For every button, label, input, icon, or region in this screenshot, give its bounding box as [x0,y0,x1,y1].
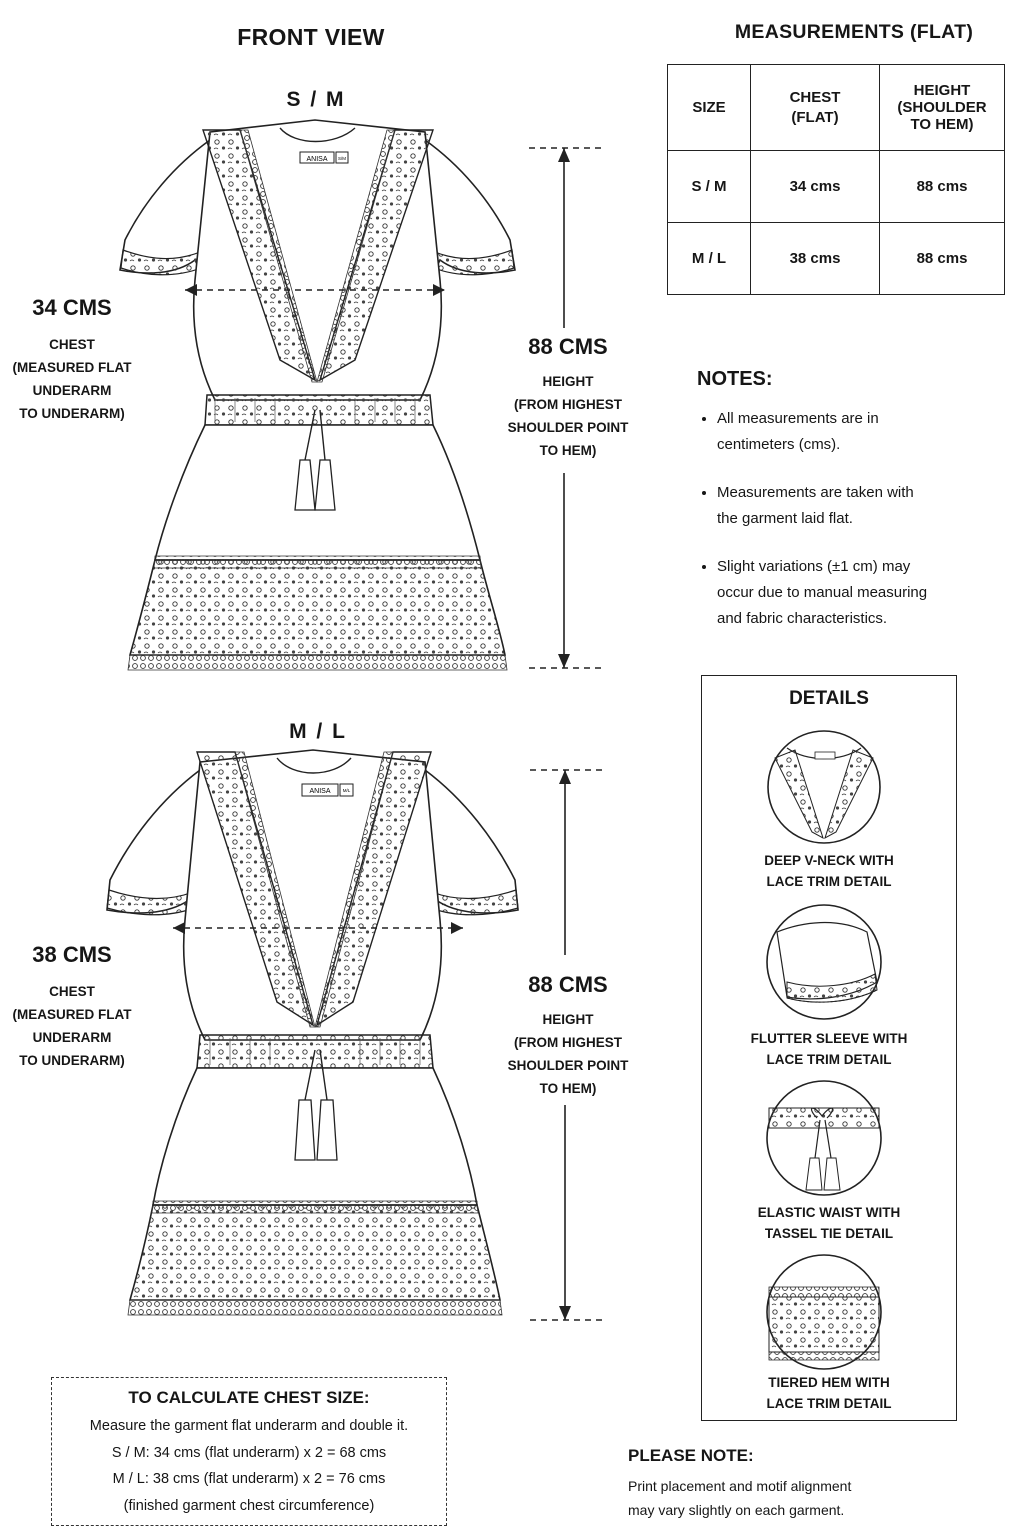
dress-illustration-sm: ANISA S/M [119,119,516,671]
brand-tag-sm: ANISA [306,156,327,163]
notes-title: NOTES: [697,368,773,390]
brand-tag-ml: ANISA [309,788,330,795]
v-neck-detail-icon [767,730,881,844]
tassel-waist-detail-icon [766,1080,882,1196]
chest-value-ml: 38 CMS [32,942,112,967]
header-size: SIZE [667,64,751,151]
height-arrow-sm [529,147,601,669]
row-height: 88 cms [879,222,1005,295]
row-size: M / L [667,222,751,295]
measurements-title: MEASUREMENTS (FLAT) [734,21,974,43]
table-row: S / M 34 cms 88 cms [667,150,1005,223]
chest-value-sm: 34 CMS [32,295,112,320]
size-label-ml: M / L [289,720,347,743]
row-chest: 38 cms [750,222,880,295]
row-height: 88 cms [879,150,1005,223]
chest-caption-ml: CHEST (MEASURED FLAT UNDERARM TO UNDERAR… [12,984,132,1068]
calc-title: TO CALCULATE CHEST SIZE: [128,1388,370,1407]
height-value-sm: 88 CMS [528,334,608,359]
chest-caption-sm: CHEST (MEASURED FLAT UNDERARM TO UNDERAR… [12,337,132,421]
chest-arrow-sm [185,284,445,296]
dress-illustration-ml: ANISA M/L [106,749,519,1316]
height-caption-sm: HEIGHT (FROM HIGHEST SHOULDER POINT TO H… [507,374,629,458]
row-size: S / M [667,150,751,223]
table-header-row: SIZE CHEST (FLAT) HEIGHT (SHOULDER TO HE… [667,64,1005,151]
height-arrow-ml [530,769,602,1321]
height-caption-ml: HEIGHT (FROM HIGHEST SHOULDER POINT TO H… [507,1012,629,1096]
details-title: DETAILS [789,688,869,709]
size-tag-sm: S/M [338,156,346,161]
calc-lines: Measure the garment flat underarm and do… [89,1418,409,1514]
chest-calculation-box: TO CALCULATE CHEST SIZE: Measure the gar… [51,1377,447,1526]
header-chest: CHEST (FLAT) [750,64,880,151]
chest-arrow-ml [173,922,463,934]
flutter-sleeve-detail-icon [766,904,882,1020]
please-note-text: Print placement and motif alignment may … [628,1478,852,1518]
front-view-title: FRONT VIEW [237,24,385,50]
measurements-table: SIZE CHEST (FLAT) HEIGHT (SHOULDER TO HE… [667,64,1005,295]
size-tag-ml: M/L [343,788,351,793]
table-row: M / L 38 cms 88 cms [667,222,1005,295]
header-height: HEIGHT (SHOULDER TO HEM) [879,64,1005,151]
tiered-hem-detail-icon [766,1254,882,1370]
height-value-ml: 88 CMS [528,972,608,997]
size-label-sm: S / M [286,88,346,111]
please-note-title: PLEASE NOTE: [628,1446,754,1465]
row-chest: 34 cms [750,150,880,223]
